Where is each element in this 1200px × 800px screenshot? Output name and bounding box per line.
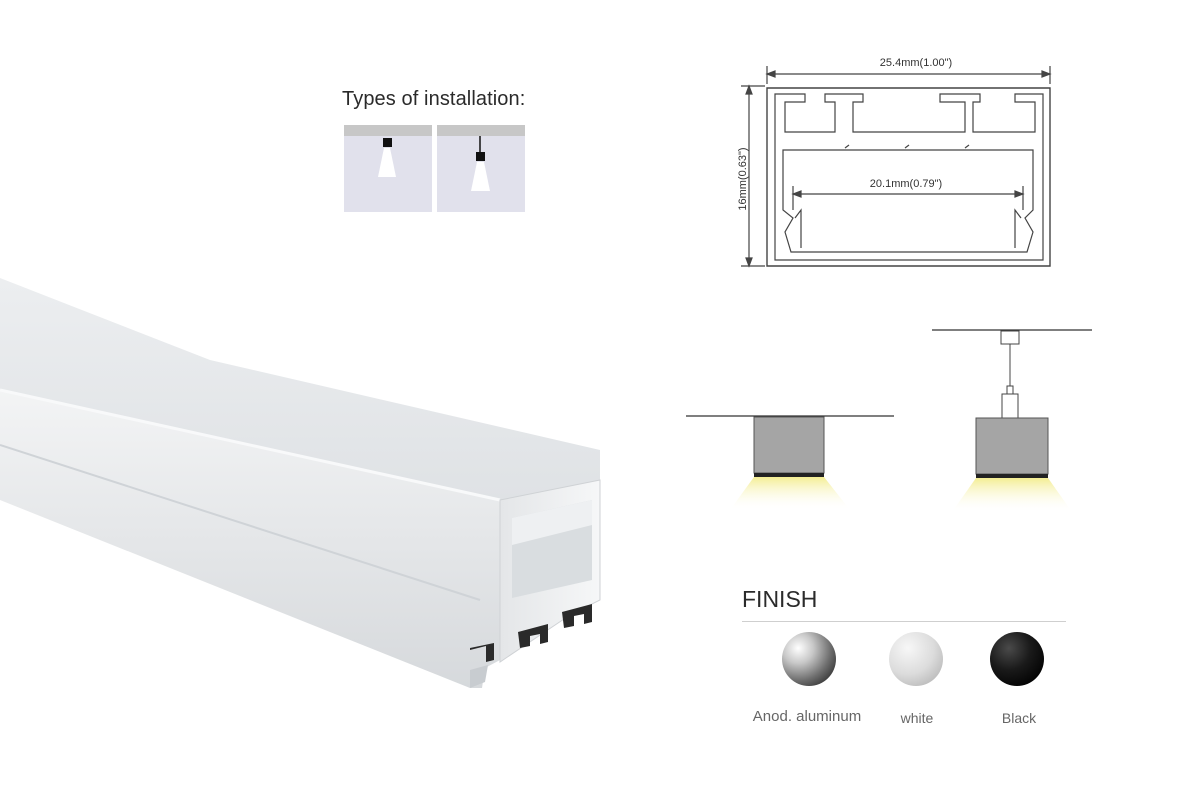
mounting-examples-diagram	[686, 329, 1092, 512]
profile-product-image	[0, 278, 601, 688]
height-dimension-label: 16mm(0.63")	[737, 147, 749, 211]
surface-mount-icon	[383, 138, 392, 147]
finish-divider	[742, 621, 1066, 622]
installation-title: Types of installation:	[342, 88, 526, 110]
finish-label-black: Black	[1001, 710, 1037, 726]
finish-swatches	[782, 632, 1044, 686]
finish-swatch-black	[990, 632, 1044, 686]
installation-types-diagram	[344, 125, 525, 212]
finish-label-anodized: Anod. aluminum	[752, 708, 862, 725]
finish-swatch-white	[889, 632, 943, 686]
surface-mounted-example	[686, 415, 894, 510]
width-dimension-label: 25.4mm(1.00")	[879, 57, 953, 69]
pendant-mount-icon	[476, 152, 485, 161]
finish-swatch-anodized	[782, 632, 836, 686]
inner-width-dimension-label: 20.1mm(0.79")	[869, 178, 943, 190]
cross-section-drawing	[741, 66, 1052, 268]
finish-title: FINISH	[742, 586, 818, 612]
finish-label-white: white	[900, 710, 934, 726]
suspended-example	[932, 329, 1092, 512]
